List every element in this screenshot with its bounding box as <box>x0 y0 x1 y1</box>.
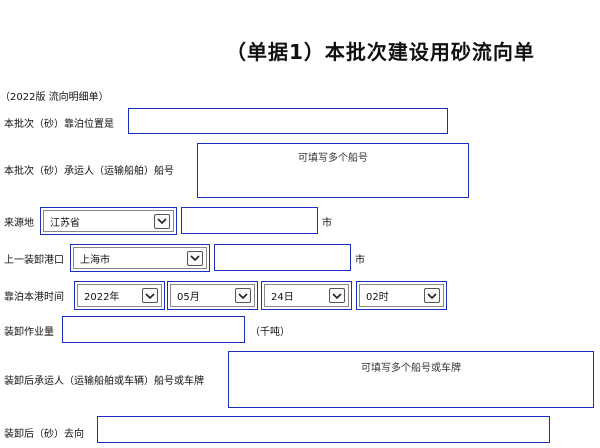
volume-input[interactable] <box>62 316 245 343</box>
volume-label: 装卸作业量 <box>4 327 54 338</box>
chevron-down-icon[interactable] <box>142 288 158 303</box>
berth-position-input[interactable] <box>128 108 448 134</box>
last-port-label: 上一装卸港口 <box>4 255 64 266</box>
chevron-down-icon[interactable] <box>329 288 345 303</box>
last-port-suffix: 市 <box>355 255 365 266</box>
page-title: （单据1）本批次建设用砂流向单 <box>226 40 535 64</box>
carrier-textarea[interactable]: 可填写多个船号 <box>197 143 469 198</box>
hour-select[interactable]: 02时 <box>356 281 447 310</box>
chevron-down-icon[interactable] <box>424 288 440 303</box>
form-subtitle: （2022版 流向明细单） <box>0 92 109 103</box>
after-carrier-label: 装卸后承运人（运输船舶或车辆）船号或车牌 <box>4 376 204 387</box>
hour-value: 02时 <box>366 292 389 303</box>
after-carrier-textarea[interactable]: 可填写多个船号或车牌 <box>228 351 594 408</box>
day-value: 24日 <box>271 292 294 303</box>
last-port-value: 上海市 <box>80 254 110 266</box>
day-select[interactable]: 24日 <box>261 281 352 310</box>
chevron-down-icon[interactable] <box>235 288 251 303</box>
last-port-input[interactable] <box>214 244 351 271</box>
destination-label: 装卸后（砂）去向 <box>4 429 84 440</box>
last-port-select[interactable]: 上海市 <box>70 244 210 272</box>
berth-time-label: 靠泊本港时间 <box>4 292 64 303</box>
month-select[interactable]: 05月 <box>167 281 258 310</box>
year-value: 2022年 <box>84 292 120 303</box>
volume-unit: （千吨） <box>250 327 290 338</box>
source-province-value: 江苏省 <box>50 217 80 229</box>
source-city-suffix: 市 <box>322 218 332 229</box>
source-province-select[interactable]: 江苏省 <box>40 207 177 235</box>
chevron-down-icon[interactable] <box>154 213 170 229</box>
chevron-down-icon[interactable] <box>187 250 203 266</box>
source-city-input[interactable] <box>181 207 318 234</box>
source-label: 来源地 <box>4 218 34 229</box>
year-select[interactable]: 2022年 <box>74 281 165 310</box>
carrier-label: 本批次（砂）承运人（运输船舶）船号 <box>4 166 174 177</box>
month-value: 05月 <box>177 292 200 303</box>
berth-label: 本批次（砂）靠泊位置是 <box>4 119 114 130</box>
destination-input[interactable] <box>97 416 550 443</box>
